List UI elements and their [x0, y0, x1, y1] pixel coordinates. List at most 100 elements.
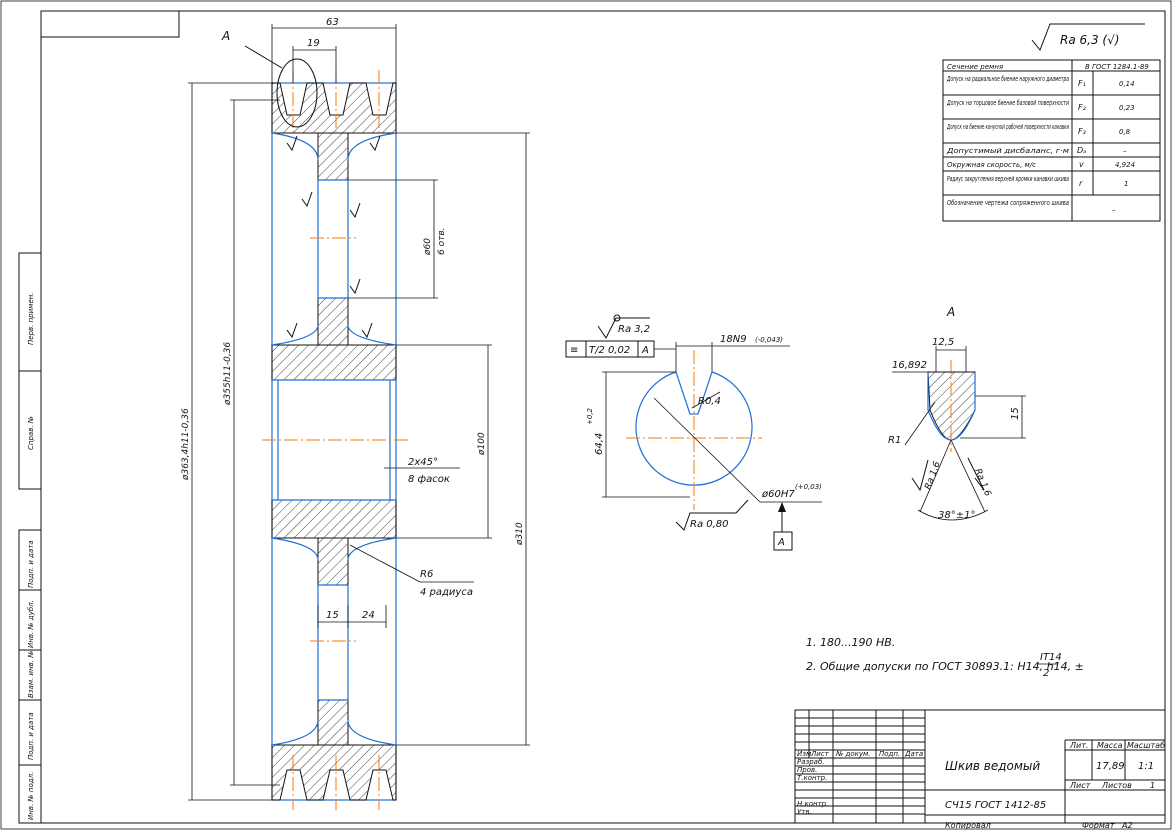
main-dimensions: 63 19 ø363,4h11-0,36 ø355h11-0,36 ø310 ø…	[181, 17, 530, 801]
top-left-stamp	[40, 10, 180, 38]
dim-60: ø60	[423, 238, 433, 256]
section-a-title: А	[946, 305, 955, 319]
keyway-dim: 18N9	[720, 334, 747, 345]
radius-count: 4 радиуса	[420, 587, 473, 598]
bore-dim: ø60H7	[761, 489, 795, 500]
note-it14: IT14	[1040, 652, 1062, 663]
title-block: Изм Лист № докум. Подп. Дата Разраб. Про…	[794, 709, 1166, 824]
dim-125: 12,5	[932, 337, 954, 348]
tb-format: Формат	[1082, 821, 1115, 830]
spec-label-1: Допуск на радиальное биение наружного ди…	[946, 75, 1069, 83]
dim-section-15: 15	[1010, 407, 1021, 420]
tb-izm: Изм	[797, 750, 812, 758]
spec-value-5: 4,924	[1115, 161, 1135, 169]
datum-a: А	[777, 537, 785, 548]
spec-table: Сечение ремня В ГОСТ 1284.1-89 Допуск на…	[942, 59, 1161, 222]
stamp-inv-podl: Инв. № подл.	[27, 772, 35, 820]
holes-count: 6 отв.	[437, 227, 447, 255]
dim-15: 15	[326, 610, 339, 621]
radius-note: R6	[420, 569, 433, 580]
tb-copied: Копировал	[945, 821, 991, 830]
dim-16892: 16,892	[892, 360, 927, 371]
general-roughness-text: Ra 6,3 (√)	[1060, 33, 1119, 47]
dim-644: 64,4	[594, 433, 605, 455]
spec-sym-5: v	[1079, 160, 1084, 169]
tb-col-mass: Масса	[1097, 741, 1123, 750]
bore-tol: (+0,03)	[795, 483, 822, 491]
tb-razrab: Разраб.	[797, 758, 825, 766]
spec-label-3: Допуск на биение конусной рабочей поверх…	[946, 123, 1069, 131]
spec-label-0: Сечение ремня	[947, 63, 1003, 71]
tb-list: Лист	[810, 750, 830, 758]
stamp-sprav: Справ. №	[27, 416, 35, 450]
tb-sheet: Лист	[1069, 781, 1091, 790]
keyway-tol: (-0,043)	[755, 336, 783, 344]
chamfer-note: 2х45°	[408, 457, 438, 468]
chamfer-count: 8 фасок	[408, 474, 450, 485]
dim-24: 24	[362, 610, 375, 621]
spec-value-2: 0,23	[1119, 104, 1135, 112]
stamp-inv-dubl: Инв. № дубл.	[27, 600, 35, 648]
tb-prov: Пров.	[797, 766, 817, 774]
spec-value-0: В ГОСТ 1284.1-89	[1085, 63, 1149, 71]
tb-scale: 1:1	[1138, 761, 1154, 772]
stamp-perv: Перв. примен.	[27, 292, 35, 345]
tb-docnum: № докум.	[835, 750, 871, 758]
tb-podp: Подп.	[879, 750, 900, 758]
spec-value-3: 0,8	[1119, 128, 1131, 136]
general-roughness: Ra 6,3 (√)	[1031, 23, 1145, 51]
note-divisor: 2	[1043, 668, 1049, 679]
tol-datum: А	[641, 345, 649, 356]
spec-label-4: Допустимый дисбаланс, г·м	[946, 147, 1070, 155]
keyway-roughness: Ra 3,2	[618, 324, 650, 335]
tb-tkontr: Т.контр.	[797, 774, 827, 782]
spec-sym-6: r	[1079, 179, 1083, 188]
tb-data: Дата	[904, 750, 923, 758]
dim-644-tol: +0,2	[586, 407, 594, 425]
bore-roughness: Ra 0,80	[690, 519, 729, 530]
spec-label-7: Обозначение чертежа сопряженного шкива	[947, 199, 1069, 207]
notes: 1. 180...190 НВ. 2. Общие допуски по ГОС…	[806, 636, 1084, 679]
dim-19: 19	[307, 38, 320, 49]
tb-col-scale: Масштаб	[1127, 741, 1165, 750]
stamp-podp-2: Подп. и дата	[27, 712, 35, 760]
tb-sheets-val: 1	[1150, 781, 1155, 790]
note-hardness: 1. 180...190 НВ.	[806, 636, 895, 649]
pulley-section: А	[221, 29, 408, 810]
r1-label: R1	[888, 435, 901, 446]
stamp-vzam: Взам. инв. №	[27, 650, 35, 698]
tb-nkontr: Н.контр.	[797, 800, 828, 808]
dim-310: ø310	[515, 522, 525, 546]
inner-frame	[40, 10, 1166, 824]
section-a-detail: А 12,5 16,892 15 R1 38°±1° Ra 1,6 Ra 1,6	[888, 305, 1026, 521]
spec-sym-3: F₃	[1078, 127, 1086, 136]
keyway-view: ≡ T/2 0,02 А Ra 3,2 18N9 (-0,043) 64,4 +…	[565, 314, 822, 551]
groove-roughness-right: Ra 1,6	[972, 467, 992, 498]
dim-355: ø355h11-0,36	[223, 342, 233, 406]
dim-363: ø363,4h11-0,36	[181, 408, 191, 481]
tb-mass: 17,89	[1096, 761, 1125, 772]
tb-utv: Утв.	[797, 808, 812, 816]
spec-value-1: 0,14	[1119, 80, 1135, 88]
tb-col-lit: Лит.	[1069, 741, 1088, 750]
tb-part-name: Шкив ведомый	[945, 759, 1040, 773]
angle-38: 38°±1°	[938, 510, 975, 521]
spec-label-2: Допуск на торцовое биение базовой поверх…	[946, 99, 1069, 107]
tol-value: T/2 0,02	[589, 345, 630, 356]
side-stamps: Перв. примен. Справ. № Подп. и дата Инв.…	[18, 252, 42, 824]
tb-material: СЧ15 ГОСТ 1412-85	[945, 800, 1046, 811]
dim-63: 63	[326, 17, 339, 28]
spec-value-7: –	[1112, 206, 1116, 214]
spec-value-6: 1	[1124, 180, 1128, 188]
dim-100: ø100	[477, 432, 487, 456]
spec-sym-4: Dₐ	[1077, 146, 1086, 155]
spec-label-5: Окружная скорость, м/с	[947, 161, 1036, 169]
r04-label: R0,4	[698, 396, 721, 407]
note-tolerances: 2. Общие допуски по ГОСТ 30893.1: H14, h…	[806, 660, 1084, 673]
spec-value-4: –	[1123, 147, 1127, 155]
view-a-callout: А	[221, 29, 230, 43]
stamp-podp-1: Подп. и дата	[27, 540, 35, 588]
tb-sheets: Листов	[1101, 781, 1132, 790]
